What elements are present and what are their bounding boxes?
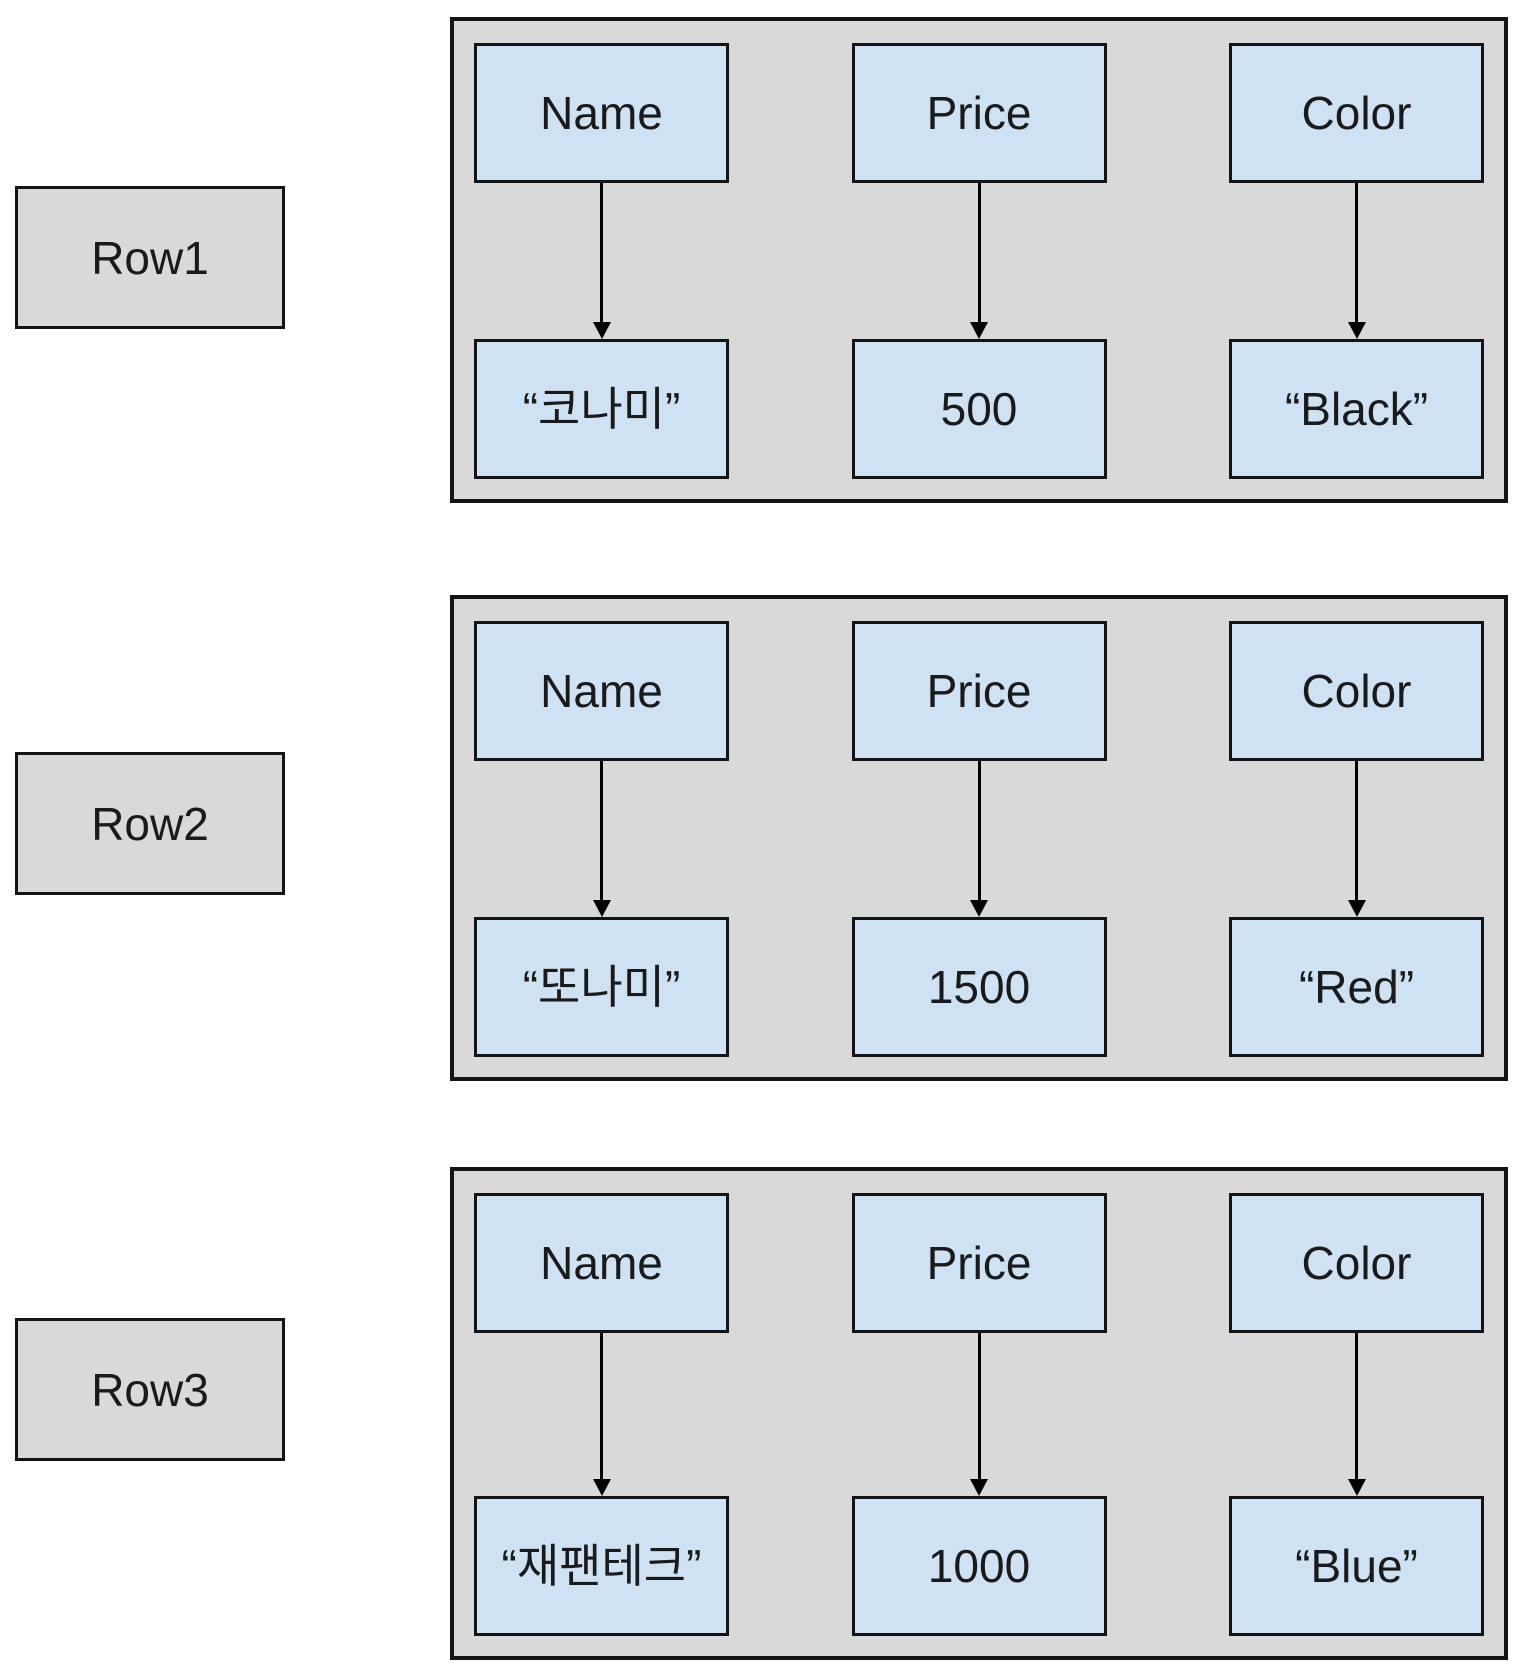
arrow-line — [977, 1333, 981, 1480]
row1-name-value-box: “코나미” — [474, 339, 729, 479]
row3-price-header-box: Price — [851, 1193, 1107, 1333]
row3-color-header-box: Color — [1229, 1193, 1484, 1333]
row1-color-header-label: Color — [1301, 86, 1412, 139]
arrow-line — [600, 761, 603, 901]
arrow-head-icon — [1347, 900, 1366, 917]
row3-price-value: 1000 — [927, 1539, 1031, 1592]
row1-price-value-box: 500 — [851, 339, 1107, 479]
row1-color-value: “Black” — [1284, 382, 1429, 435]
row3-name-value-box: “재팬테크” — [474, 1496, 729, 1636]
row2-color-value: “Red” — [1298, 960, 1415, 1013]
row2-color-header-label: Color — [1301, 664, 1412, 717]
row2-color-arrow — [1229, 761, 1484, 917]
row2-color-value-box: “Red” — [1229, 917, 1484, 1057]
arrow-head-icon — [592, 1479, 611, 1496]
row1-color-arrow — [1229, 183, 1484, 339]
row2-label: Row2 — [91, 797, 209, 850]
row3-label: Row3 — [91, 1363, 209, 1416]
row3-name-arrow — [474, 1333, 729, 1496]
row3-price-arrow — [852, 1333, 1107, 1496]
row2-name-arrow — [474, 761, 729, 917]
arrow-line — [977, 183, 981, 323]
row1-name-header-box: Name — [474, 43, 729, 183]
row1-price-header-label: Price — [926, 86, 1032, 139]
row2-color-column: Color “Red” — [1229, 621, 1484, 1057]
arrow-line — [1355, 1333, 1358, 1480]
row3-color-column: Color “Blue” — [1229, 1193, 1484, 1636]
row3-price-column: Price 1000 — [851, 1193, 1107, 1636]
row3-name-value: “재팬테크” — [501, 1539, 702, 1592]
row1-color-value-box: “Black” — [1229, 339, 1484, 479]
row2-price-value-box: 1500 — [851, 917, 1107, 1057]
row1-color-header-box: Color — [1229, 43, 1484, 183]
arrow-head-icon — [970, 322, 988, 339]
arrow-line — [1355, 761, 1358, 901]
arrow-line — [600, 183, 603, 323]
row1-name-arrow — [474, 183, 729, 339]
row3-name-header-label: Name — [540, 1236, 663, 1289]
row1-name-value: “코나미” — [522, 382, 681, 435]
row2-price-column: Price 1500 — [851, 621, 1107, 1057]
row3-name-column: Name “재팬테크” — [474, 1193, 729, 1636]
row3-record-container: Name “재팬테크” Price 1000 Color — [450, 1167, 1508, 1660]
row2-label-box: Row2 — [15, 752, 285, 895]
row2-record-container: Name “또나미” Price 1500 Color — [450, 595, 1508, 1081]
arrow-line — [977, 761, 981, 901]
arrow-head-icon — [970, 900, 988, 917]
row3-color-value-box: “Blue” — [1229, 1496, 1484, 1636]
row3-price-header-label: Price — [926, 1236, 1032, 1289]
row3-color-arrow — [1229, 1333, 1484, 1496]
row2-price-arrow — [852, 761, 1107, 917]
row1-price-value: 500 — [940, 382, 1018, 435]
arrow-head-icon — [592, 322, 611, 339]
row2-color-header-box: Color — [1229, 621, 1484, 761]
row3-price-value-box: 1000 — [851, 1496, 1107, 1636]
row3-color-value: “Blue” — [1295, 1539, 1418, 1592]
arrow-head-icon — [1347, 1479, 1366, 1496]
row2-name-column: Name “또나미” — [474, 621, 729, 1057]
row2-price-value: 1500 — [927, 960, 1031, 1013]
arrow-line — [1355, 183, 1358, 323]
arrow-head-icon — [970, 1479, 988, 1496]
row1-color-column: Color “Black” — [1229, 43, 1484, 479]
row2-name-header-label: Name — [540, 664, 663, 717]
row1-record-container: Name “코나미” Price 500 Color — [450, 17, 1508, 503]
row1-label: Row1 — [91, 231, 209, 284]
row3-label-box: Row3 — [15, 1318, 285, 1461]
row2-price-header-box: Price — [851, 621, 1107, 761]
row1-label-box: Row1 — [15, 186, 285, 329]
row2-name-value-box: “또나미” — [474, 917, 729, 1057]
row3-name-header-box: Name — [474, 1193, 729, 1333]
row1-price-column: Price 500 — [851, 43, 1107, 479]
row2-name-value: “또나미” — [522, 960, 681, 1013]
row1-price-arrow — [852, 183, 1107, 339]
row1-name-header-label: Name — [540, 86, 663, 139]
arrow-head-icon — [592, 900, 611, 917]
row2-name-header-box: Name — [474, 621, 729, 761]
arrow-line — [600, 1333, 603, 1480]
row2-price-header-label: Price — [926, 664, 1032, 717]
row1-price-header-box: Price — [851, 43, 1107, 183]
row1-name-column: Name “코나미” — [474, 43, 729, 479]
row3-color-header-label: Color — [1301, 1236, 1412, 1289]
arrow-head-icon — [1347, 322, 1366, 339]
